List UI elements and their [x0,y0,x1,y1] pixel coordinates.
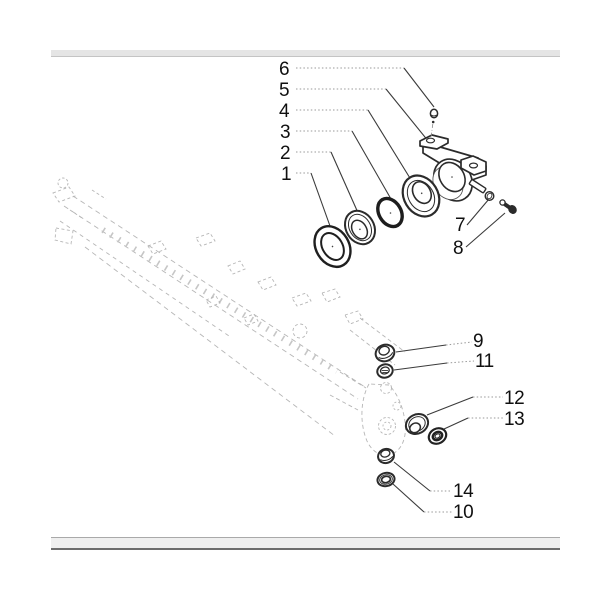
callout-2-bushing: 2 [280,143,291,164]
callout-5-support-bracket: 5 [279,80,290,101]
part-dowel-pin [429,108,439,137]
part-bushing-14 [377,447,395,465]
part-support-bracket [419,134,487,202]
part-bushing-2 [343,209,377,246]
part-seal-ring-13 [427,427,448,445]
part-cap-plug-9 [374,343,396,363]
part-grease-fitting [499,199,517,214]
callout-6-dowel-pin: 6 [279,59,290,80]
axle-housing-ghost-outline [52,177,406,456]
callout-10-washer: 10 [453,502,474,523]
callout-12-bushing: 12 [504,388,525,409]
callout-3-o-ring: 3 [280,122,291,143]
callout-1-thrust-washer: 1 [281,164,292,185]
part-thrust-washer-1 [313,225,352,268]
callout-11-bushing: 11 [475,351,494,372]
part-washer-10 [376,471,396,488]
top-divider-rule [51,50,560,57]
part-bushing-4 [401,174,441,218]
part-bushing-11 [376,363,394,379]
callout-7-bolt: 7 [455,215,466,236]
callout-leader-lines [296,67,506,513]
bottom-divider-rule [51,537,560,550]
callout-14-bushing: 14 [453,481,474,502]
callout-9-cap-plug: 9 [473,331,484,352]
callout-13-seal-ring: 13 [504,409,525,430]
callout-8-grease-fitting: 8 [453,238,464,259]
part-o-ring [376,196,404,229]
callout-4-bushing: 4 [279,101,290,122]
part-bolt [468,179,495,201]
part-bushing-12 [404,413,430,435]
